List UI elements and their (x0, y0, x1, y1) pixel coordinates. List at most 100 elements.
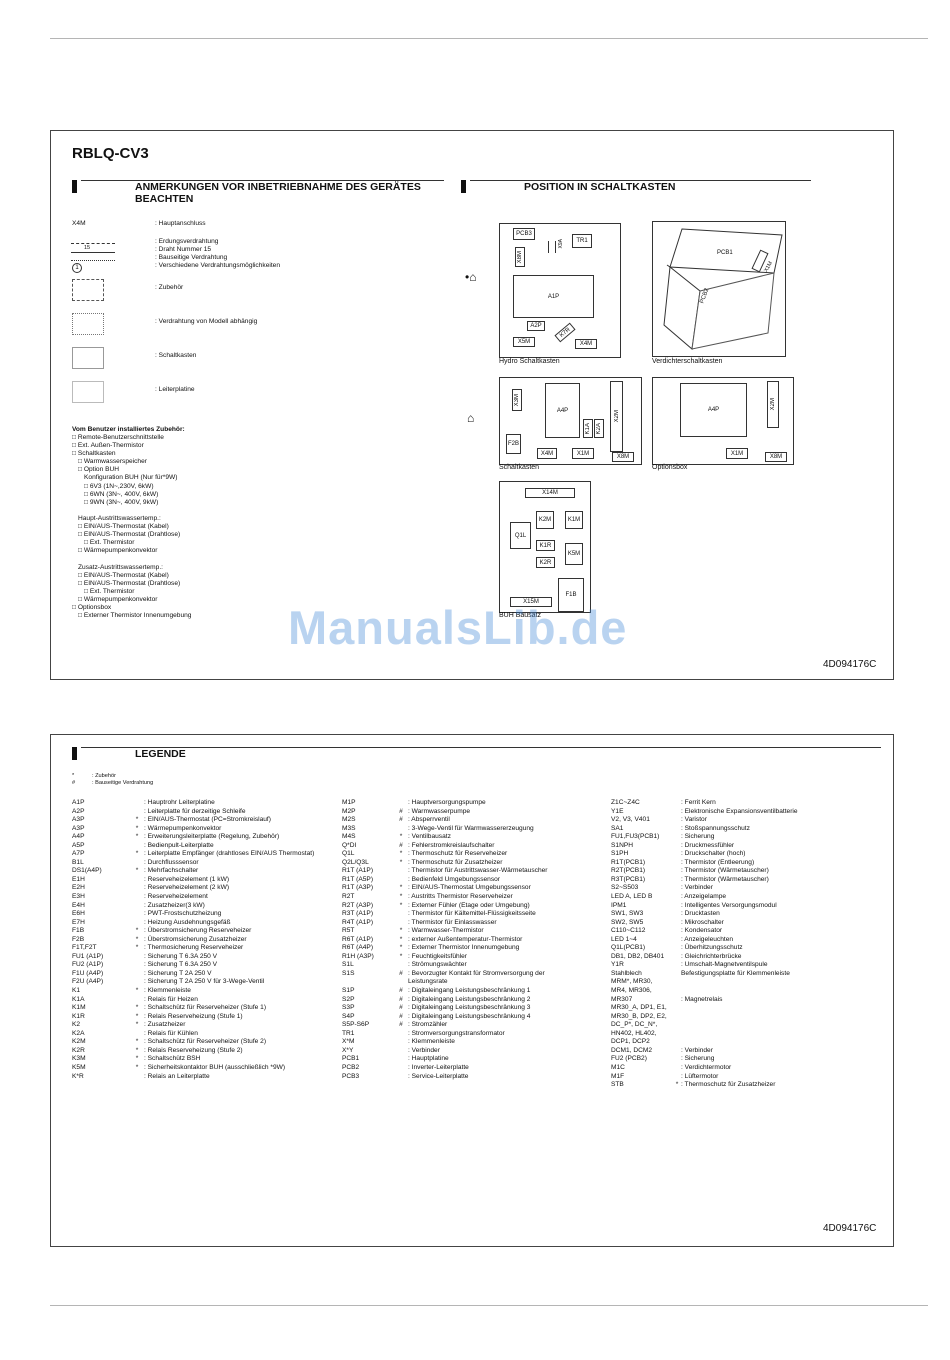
legend-code: S2~S503 (611, 884, 639, 892)
legend-mark: * (399, 884, 403, 892)
legend-description: : Sicherung T 6.3A 250 V (144, 952, 218, 960)
legend-mark: * (135, 867, 139, 875)
legend-code: V2, V3, V401 (611, 816, 650, 824)
legend-mark: # (399, 995, 403, 1003)
accessory-item: Haupt-Austrittswassertemp.: (78, 514, 161, 522)
legend-code: K*R (72, 1072, 84, 1080)
x1m-box: X1M (572, 448, 594, 459)
legend-description: : Kondensator (681, 927, 723, 935)
side-wall (691, 272, 775, 350)
legend-description: : Digitaleingang Leistungsbeschränkung 1 (408, 987, 531, 995)
notes-section-title: ANMERKUNGEN VOR INBETRIEBNAHME DES GERÄT… (135, 181, 421, 205)
legend-description: : Magnetrelais (681, 995, 723, 1003)
legend-code: S1PH (611, 850, 629, 858)
legend-description: : Zusatzheizer(3 kW) (144, 901, 205, 909)
legend-mark: * (135, 944, 139, 952)
legend-panel: LEGENDE *: Zubehör #: Bauseitige Verdrah… (50, 734, 894, 1247)
legend-row: K1M*: Schaltschütz für Reserveheizer (St… (72, 1004, 314, 1013)
legend-row: M2S#: Absperrventil (342, 816, 547, 825)
legend-description: : Leiterplatte für derzeitige Schleife (144, 807, 246, 815)
k1a-box: K1A (583, 419, 593, 438)
legend-description: : Anzeigelampe (681, 893, 727, 901)
legend-row: R1H (A3P)*: Feuchtigkeitsfühler (342, 953, 547, 962)
legend-code: K1 (72, 987, 81, 995)
legend-code: K5M (72, 1063, 86, 1071)
legend-mark (394, 961, 408, 970)
k1a-label: K1A (585, 422, 591, 435)
legend-mark: * (399, 944, 403, 952)
switchbox-drawing: X3M A4P K1A K2A X2M F2B X4M X1M X8M (499, 377, 642, 465)
legend-code: M2S (342, 816, 356, 824)
legend-code: R1T (A1P) (342, 867, 374, 875)
legend-description: : Elektronische Expansionsventilbatterie (681, 807, 798, 815)
legend-description: : Schaltschütz für Reserveheizer (Stufe … (144, 1038, 267, 1046)
legend-row: S1S#: Bevorzugter Kontakt für Stromverso… (342, 970, 547, 979)
legend-mark (394, 978, 408, 987)
accessory-item (72, 555, 191, 563)
legend-code: K2 (72, 1021, 81, 1029)
legend-row: K1*: Klemmenleiste (72, 987, 314, 996)
legend-row: DCM1, DCM2: Verbinder (611, 1047, 798, 1056)
legend-description: : Varistor (681, 816, 707, 824)
legend-row: MRM*, MR30, (611, 978, 798, 987)
legend-code: E6H (72, 910, 85, 918)
legend-code: C110~C112 (611, 927, 646, 935)
legend-description: : Relais Reserveheizung (Stufe 2) (144, 1046, 243, 1054)
legend-mark (673, 1013, 681, 1022)
legend-code: K2R (72, 1046, 85, 1054)
legend-code: PCB2 (342, 1063, 360, 1071)
legend-code: MR307 (611, 995, 633, 1003)
x4m-box: X4M (537, 448, 557, 459)
legend-mark: * (399, 858, 403, 866)
legend-description: : Bevorzugter Kontakt für Stromversorgun… (408, 969, 545, 977)
legend-row: Leistungsrate (342, 978, 547, 987)
accessory-item: □ Option BUH (78, 466, 119, 474)
legend-row: IPM1: Intelligentes Versorgungsmodul (611, 902, 798, 911)
legend-mark (130, 1030, 144, 1039)
wiring-legend-text: : Draht Nummer 15 (155, 246, 212, 254)
box-legend-text: : Schaltkasten (155, 352, 197, 359)
accessory-item: □ EIN/AUS-Thermostat (Drahtlose) (78, 531, 181, 539)
x5m-box: X5M (513, 337, 535, 347)
legend-row: R3T(PCB1): Thermistor (Wärmetauscher) (611, 876, 798, 885)
legend-code: TR1 (342, 1029, 355, 1037)
legend-row: V2, V3, V401 : Varistor (611, 816, 798, 825)
legend-row: Y1R: Umschalt-Magnetventilspule (611, 961, 798, 970)
legend-code: DCP1, DCP2 (611, 1038, 650, 1046)
legend-mark (130, 893, 144, 902)
key-text: : Bauseitige Verdrahtung (92, 780, 154, 786)
legend-mark: # (399, 1021, 403, 1029)
legend-mark: * (135, 1012, 139, 1020)
legend-code (342, 978, 394, 987)
legend-code: Y1R (611, 961, 624, 969)
legend-mark (673, 850, 681, 859)
accessory-item: □ Ext. Thermistor (84, 539, 135, 547)
legend-mark: # (399, 816, 403, 824)
legend-description: : Reserveheizelement (144, 893, 208, 901)
legend-row: FU2 (A1P): Sicherung T 6.3A 250 V (72, 961, 314, 970)
legend-description: : Thermistor (Wärmetauscher) (681, 867, 769, 875)
legend-description: : Thermoschutz für Zusatzheizer (681, 1081, 776, 1089)
legend-mark: * (135, 1063, 139, 1071)
legend-row: S1P#: Digitaleingang Leistungsbeschränku… (342, 987, 547, 996)
legend-row: B1L: Durchflusssensor (72, 859, 314, 868)
legend-mark (130, 799, 144, 808)
legend-row: E7H: Heizung Ausdehnungsgefäß (72, 919, 314, 928)
legend-code: IPM1 (611, 901, 627, 909)
legend-code: R2T(PCB1) (611, 867, 646, 875)
legend-code: FU1 (A1P) (72, 952, 104, 960)
edge-line (666, 264, 671, 268)
legend-code: X*Y (342, 1046, 354, 1054)
legend-row: M4S*: Ventilbausatz (342, 833, 547, 842)
x8m-vertical-box: X8M (515, 247, 525, 267)
legend-code: PCB1 (342, 1055, 360, 1063)
legend-description: : Verbinder (681, 884, 713, 892)
accessory-item: □ Externer Thermistor Innenumgebung (78, 612, 192, 620)
legend-row: R6T (A1P)*: externer Außentemperatur-The… (342, 936, 547, 945)
legend-description: : Sicherung T 2A 250 V für 3-Wege-Ventil (144, 978, 265, 986)
legend-description: : Druckmessfühler (681, 841, 735, 849)
legend-code: S3P (342, 1004, 355, 1012)
legend-row: Z1C~Z4C: Ferrit Kern (611, 799, 798, 808)
